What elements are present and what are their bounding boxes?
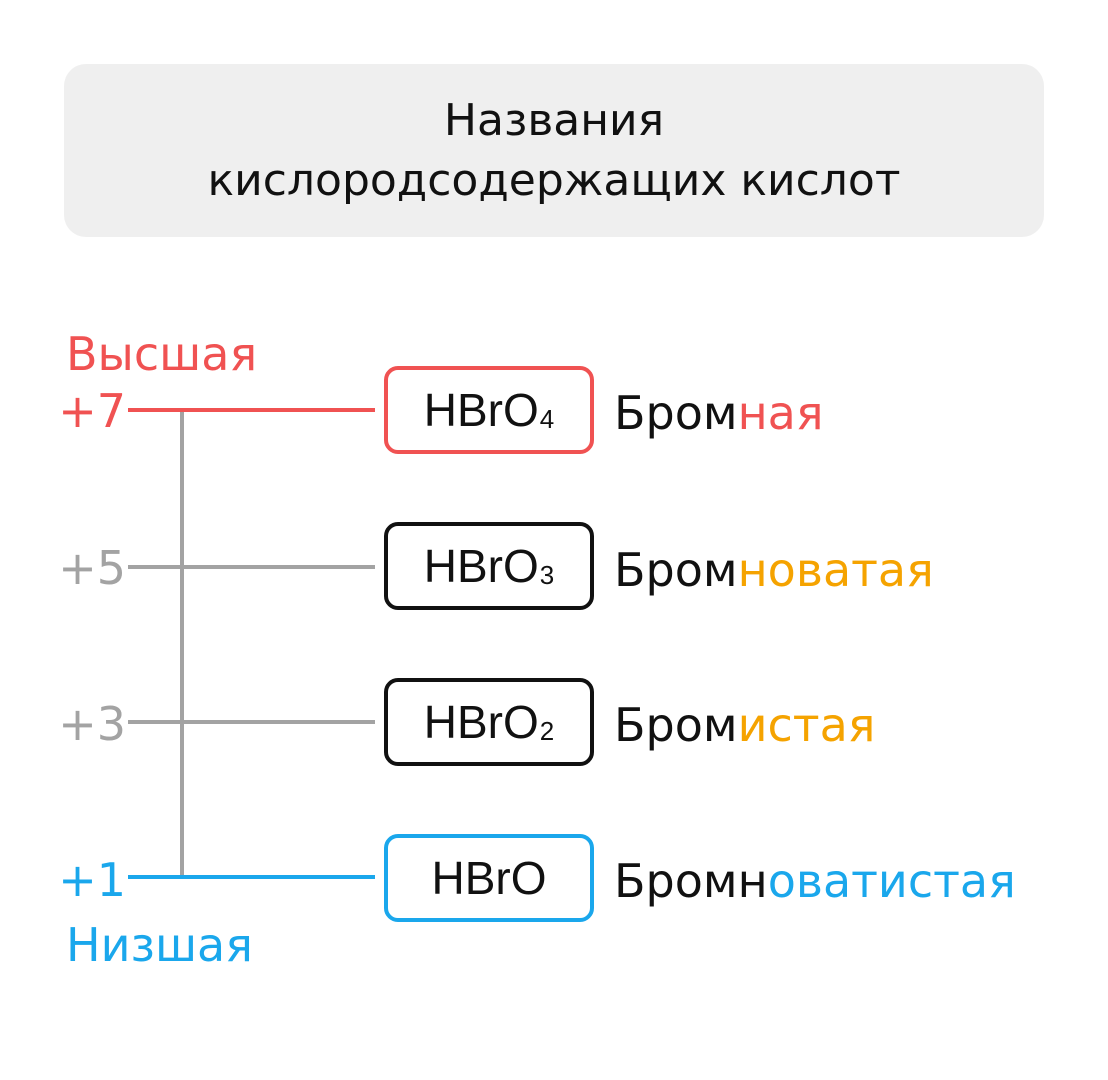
oxidation-state-plus7: +7	[58, 384, 126, 438]
connector-line-plus1	[128, 875, 375, 879]
acid-name-suffix: истая	[737, 698, 876, 752]
lowest-label: Низшая	[66, 918, 253, 972]
formula-base: HBrO	[431, 852, 547, 904]
acid-name-suffix: оватистая	[767, 854, 1016, 908]
formula-base: HBrO	[423, 696, 539, 748]
connector-line-plus5	[128, 565, 375, 569]
formula-box-hbro: HBrO	[384, 834, 594, 922]
acid-name-bromnovataya: Бромноватая	[614, 545, 934, 595]
oxidation-state-plus3: +3	[58, 697, 126, 751]
vertical-connector	[180, 410, 184, 877]
acid-name-root: Бромн	[614, 854, 768, 908]
acid-name-suffix: ная	[737, 386, 824, 440]
title-line-2: кислородсодержащих кислот	[207, 154, 901, 206]
connector-line-plus7	[128, 408, 375, 412]
formula-subscript: 3	[539, 559, 555, 590]
acid-name-bromnaya: Бромная	[614, 388, 824, 438]
acid-name-bromistaya: Бромистая	[614, 700, 875, 750]
title-card: Названия кислородсодержащих кислот	[64, 64, 1044, 237]
oxidation-state-plus5: +5	[58, 541, 126, 595]
connector-line-plus3	[128, 720, 375, 724]
formula-subscript: 4	[539, 403, 555, 434]
acid-name-suffix: новатая	[737, 543, 934, 597]
acid-name-root: Бром	[614, 543, 738, 597]
title-line-1: Названия	[443, 94, 665, 146]
acid-name-root: Бром	[614, 386, 738, 440]
oxidation-state-plus1: +1	[58, 853, 126, 907]
formula-base: HBrO	[423, 384, 539, 436]
highest-label: Высшая	[66, 327, 258, 381]
formula-subscript: 2	[539, 715, 555, 746]
acid-name-bromnovatistaya: Бромноватистая	[614, 856, 1016, 906]
acid-name-root: Бром	[614, 698, 738, 752]
formula-base: HBrO	[423, 540, 539, 592]
